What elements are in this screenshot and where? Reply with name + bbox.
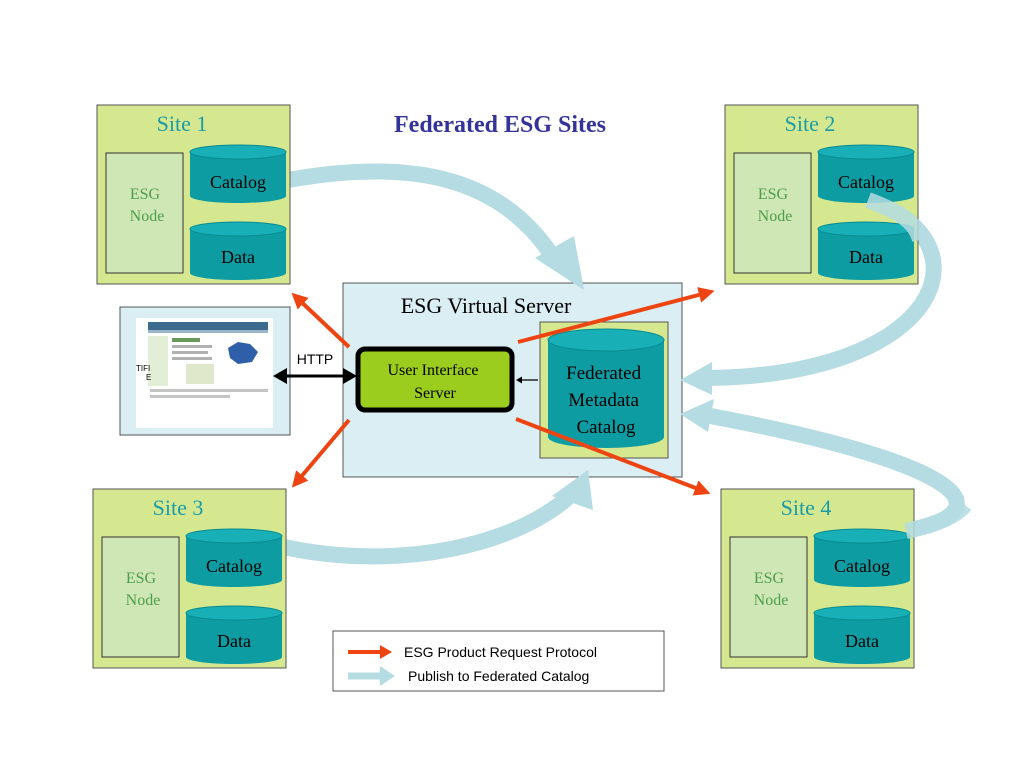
publish-arrow-site4-overlay [904, 499, 972, 539]
publish-arrow-site1 [286, 163, 563, 267]
request-arrow-site4 [515, 417, 711, 496]
site-3-data-label: Data [217, 631, 251, 651]
site-2-node-line-2: Node [758, 208, 793, 225]
site-4-catalog-cylinder [813, 528, 911, 587]
site-3-node-line-2: Node [126, 592, 161, 609]
site-3-catalog-cylinder [185, 528, 283, 587]
ui-server-line-2: Server [414, 385, 456, 402]
site-1-data-label: Data [221, 247, 255, 267]
site-4: Site 4 ESG Node Catalog Data [720, 488, 915, 669]
site-4-catalog-label: Catalog [834, 556, 890, 576]
publish-arrowheads [535, 236, 714, 510]
http-label: HTTP [297, 351, 334, 367]
site-1-node-line-1: ESG [130, 186, 161, 203]
site-4-data-label: Data [845, 631, 879, 651]
ui-server-line-1: User Interface [387, 362, 478, 379]
site-1: Site 1 ESG Node Catalog Data [96, 104, 291, 285]
site-3-data-cylinder [185, 605, 283, 664]
publish-arrow-site2-overlay [865, 192, 928, 243]
site-4-node-line-2: Node [754, 592, 789, 609]
legend: ESG Product Request Protocol Publish to … [332, 630, 665, 692]
thumbnail-side-text: TIFI E [136, 364, 152, 382]
legend-request-arrow-icon [348, 645, 392, 659]
site-1-label: Site 1 [157, 111, 208, 136]
site-4-label: Site 4 [781, 495, 832, 520]
site-1-catalog-cylinder [189, 144, 287, 203]
federated-catalog-cylinder [547, 328, 665, 448]
site-1-node-line-2: Node [130, 208, 165, 225]
request-arrow-site3 [291, 418, 351, 488]
legend-publish-label: Publish to Federated Catalog [408, 668, 589, 684]
site-3: Site 3 ESG Node Catalog Data [92, 488, 287, 669]
virtual-server-title: ESG Virtual Server [401, 293, 572, 318]
site-2: Site 2 ESG Node Catalog Data [724, 104, 919, 285]
catalog-to-ui-arrow [516, 376, 538, 384]
site-2-catalog-cylinder [817, 144, 915, 203]
thumbnail-side-text-line-2: E [146, 373, 151, 382]
site-3-label: Site 3 [153, 495, 204, 520]
site-4-data-cylinder [813, 605, 911, 664]
federated-catalog-label: Federated Metadata Catalog [566, 363, 646, 438]
federated-catalog-line-1: Federated [566, 363, 641, 384]
site-2-node-label: ESG Node [758, 186, 793, 225]
user-interface-server: User Interface Server [355, 346, 515, 413]
svg-text:User Interface Server: User Interface Server [387, 362, 482, 402]
site-2-catalog-label: Catalog [838, 172, 894, 192]
browser-thumbnail: TIFI E [119, 306, 291, 436]
site-2-label: Site 2 [785, 111, 836, 136]
legend-publish-arrow-icon [348, 666, 395, 686]
site-3-node-label: ESG Node [126, 570, 161, 609]
site-1-data-cylinder [189, 221, 287, 280]
site-2-node-line-1: ESG [758, 186, 789, 203]
publish-arrow-site3 [282, 486, 580, 565]
site-2-data-label: Data [849, 247, 883, 267]
site-3-node-line-1: ESG [126, 570, 157, 587]
http-connection: HTTP [273, 351, 357, 384]
site-1-node-label: ESG Node [130, 186, 165, 225]
federated-catalog-line-3: Catalog [576, 417, 636, 438]
site-3-catalog-label: Catalog [206, 556, 262, 576]
federated-catalog-line-2: Metadata [568, 390, 639, 411]
site-4-node-line-1: ESG [754, 570, 785, 587]
request-arrows [291, 287, 715, 496]
site-1-catalog-label: Catalog [210, 172, 266, 192]
request-arrow-site1 [291, 292, 351, 349]
request-arrow-site2 [517, 287, 715, 344]
site-2-data-cylinder [817, 221, 915, 280]
thumbnail-side-text-line-1: TIFI [136, 364, 150, 373]
diagram-title: Federated ESG Sites [394, 112, 606, 138]
legend-request-label: ESG Product Request Protocol [404, 644, 597, 660]
site-4-node-label: ESG Node [754, 570, 789, 609]
